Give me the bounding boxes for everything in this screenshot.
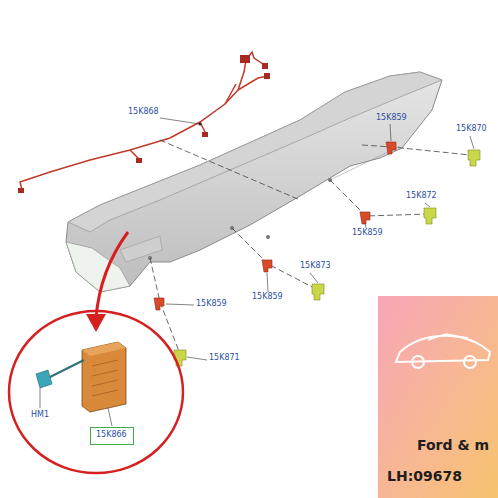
callout-number: 15K872	[406, 192, 437, 200]
node-text: Ford & m	[417, 438, 489, 453]
callout-number: 15K868	[128, 108, 159, 116]
callout-number: 15K870	[456, 125, 487, 133]
callout-number: 15K871	[209, 354, 240, 362]
callout-number: 15K859	[196, 300, 227, 308]
callout-number: 15K859	[252, 293, 283, 301]
callout-number: 15K873	[300, 262, 331, 270]
watermark-panel: Ford & m LH:09678	[378, 296, 498, 498]
callout-number: 15K859	[352, 229, 383, 237]
callout-number: 15K859	[376, 114, 407, 122]
callout-number: HM1	[31, 411, 49, 419]
node-text: LH:09678	[387, 469, 462, 484]
part-number-box: 15K866	[90, 427, 134, 445]
node-text: 15K866	[96, 431, 128, 440]
